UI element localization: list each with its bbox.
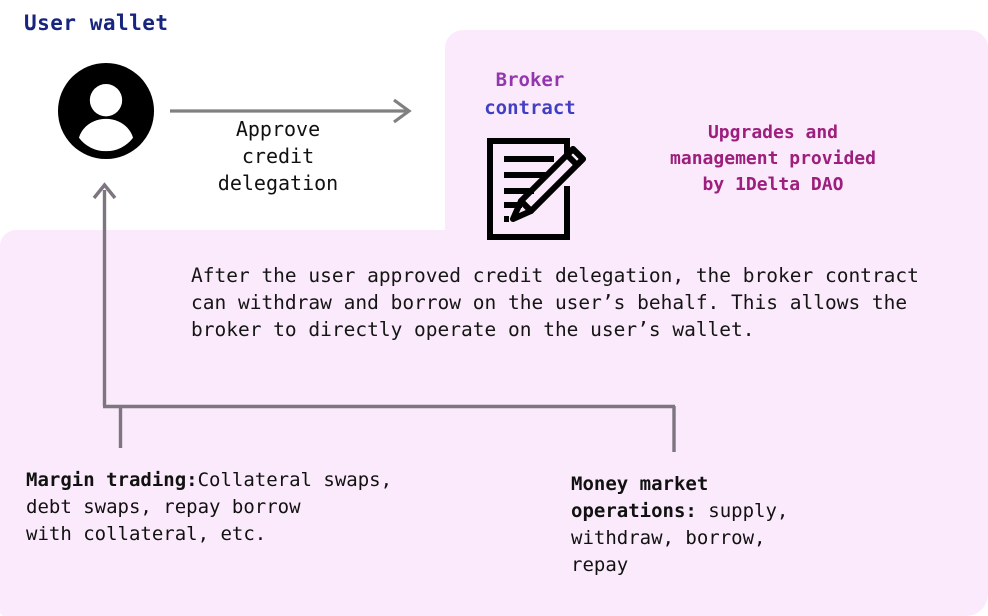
- user-avatar-icon: [57, 62, 155, 160]
- page-title-user-wallet: User wallet: [24, 11, 169, 35]
- contract-document-pencil-icon: [482, 133, 588, 243]
- explanation-panel: [0, 230, 988, 616]
- caption-margin-trading-body: Collateral swaps, debt swaps, repay borr…: [26, 469, 393, 545]
- approve-credit-delegation-arrow: [168, 98, 414, 124]
- caption-margin-trading-heading: Margin trading:: [26, 469, 198, 491]
- caption-money-market: Money market operations: supply, withdra…: [571, 471, 911, 579]
- upgrades-management-note: Upgrades and management provided by 1Del…: [670, 122, 876, 195]
- caption-money-market-body: supply, withdraw, borrow, repay: [571, 500, 789, 576]
- caption-money-market-heading: Money market operations:: [571, 473, 709, 522]
- approve-credit-delegation-label: Approve credit delegation: [217, 117, 339, 195]
- broker-contract-panel: [445, 30, 988, 230]
- explanation-paragraph: After the user approved credit delegatio…: [191, 264, 919, 341]
- broker-contract-title: Broker contract: [468, 66, 592, 122]
- caption-margin-trading: Margin trading:Collateral swaps, debt sw…: [26, 467, 426, 548]
